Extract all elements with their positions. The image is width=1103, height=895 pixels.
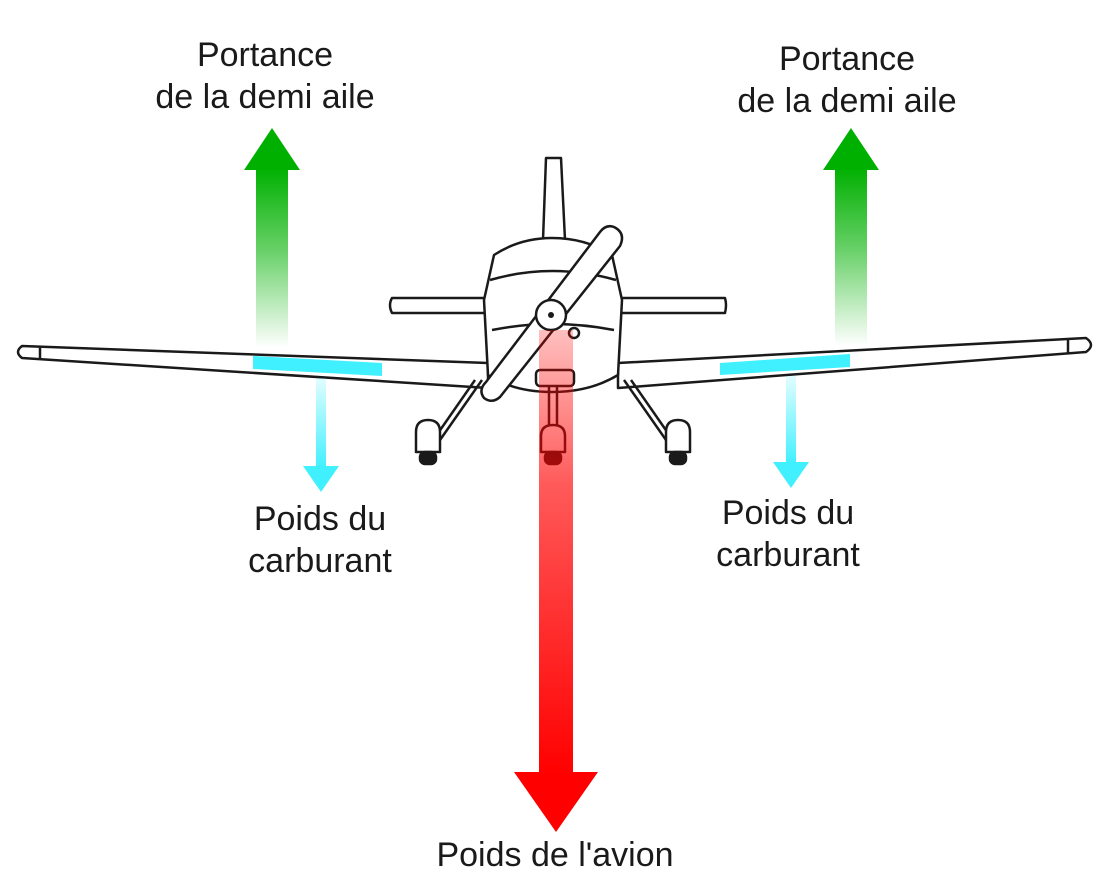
right-wing	[616, 336, 1093, 390]
left-fuel-tank	[253, 356, 382, 376]
lift-label-left: Portance de la demi aile	[120, 34, 410, 118]
fuel-weight-label-right: Poids du carburant	[668, 492, 908, 576]
tail-fin	[541, 156, 567, 242]
left-landing-gear	[414, 379, 484, 466]
lift-label-right: Portance de la demi aile	[702, 38, 992, 122]
aircraft-weight-label-text: Poids de l'avion	[436, 836, 674, 874]
fuel-weight-arrow-right	[773, 376, 809, 488]
fuel-weight-label-left: Poids du carburant	[200, 498, 440, 582]
fuel-weight-label-right-line1: Poids du	[721, 494, 855, 532]
right-fuel-tank	[720, 354, 850, 375]
lift-arrow-right	[823, 128, 879, 346]
fuel-weight-label-left-line2: carburant	[248, 542, 392, 580]
lift-label-left-line2: de la demi aile	[155, 78, 375, 116]
lift-label-left-line1: Portance	[196, 36, 334, 74]
fuel-weight-label-right-line2: carburant	[716, 536, 860, 574]
lift-label-right-line1: Portance	[778, 40, 916, 78]
fuel-tanks	[253, 354, 850, 376]
lift-arrow-left	[244, 128, 300, 348]
lift-label-right-line2: de la demi aile	[737, 82, 957, 120]
fuel-weight-arrow-left	[303, 378, 339, 492]
aircraft-weight-arrow	[514, 330, 598, 832]
right-landing-gear	[622, 379, 692, 466]
fuel-weight-label-left-line1: Poids du	[253, 500, 387, 538]
aircraft-weight-label: Poids de l'avion	[390, 834, 720, 876]
